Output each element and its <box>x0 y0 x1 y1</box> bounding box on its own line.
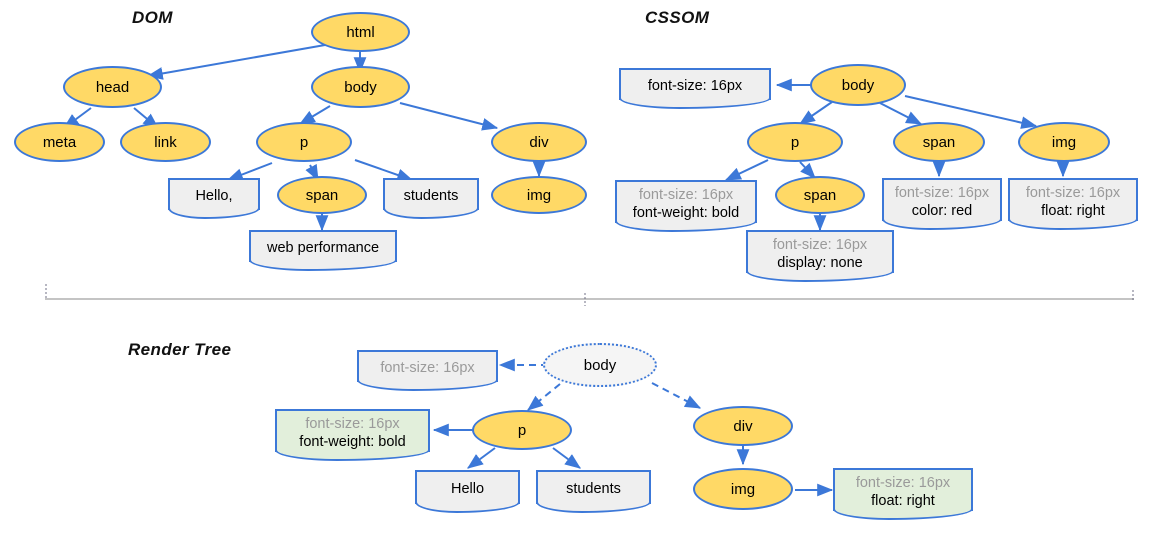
node-label: p <box>790 133 800 151</box>
node-label: body <box>841 76 875 94</box>
node-label: body <box>583 356 617 374</box>
cssom-node-span-nested[interactable]: span <box>775 176 865 214</box>
dom-node-p[interactable]: p <box>256 122 352 162</box>
rule-line: font-size: 16px <box>638 186 734 203</box>
rule-line: font-size: 16px <box>647 78 743 94</box>
render-tree-node-img[interactable]: img <box>693 468 793 510</box>
rule-line: font-size: 16px <box>894 184 990 201</box>
node-label: div <box>529 133 549 151</box>
render-tree-node-div[interactable]: div <box>693 406 793 446</box>
node-label: html <box>346 23 375 41</box>
node-label: head <box>95 78 130 96</box>
cssom-node-body[interactable]: body <box>810 64 906 106</box>
rule-line: color: red <box>911 202 973 219</box>
node-label: link <box>154 133 177 151</box>
dom-node-html[interactable]: html <box>311 12 410 52</box>
dom-node-img[interactable]: img <box>491 176 587 214</box>
rule-line: font-size: 16px <box>855 474 951 491</box>
rule-line: font-size: 16px <box>305 415 400 432</box>
render-tree-node-body[interactable]: body <box>543 343 657 387</box>
node-label: span <box>803 186 837 204</box>
node-label: span <box>922 133 956 151</box>
dom-node-body[interactable]: body <box>311 66 410 108</box>
cssom-node-span-top[interactable]: span <box>893 122 985 162</box>
dom-node-span[interactable]: span <box>277 176 367 214</box>
render-tree-rulebox-p[interactable]: font-size: 16px font-weight: bold <box>275 409 430 461</box>
cssom-rulebox-span-top[interactable]: font-size: 16px color: red <box>882 178 1002 230</box>
rule-line: font-weight: bold <box>632 204 740 221</box>
textbox-label: web performance <box>266 240 380 256</box>
rule-line: font-size: 16px <box>1025 184 1121 201</box>
render-tree-rulebox-body[interactable]: font-size: 16px <box>357 350 498 391</box>
rule-line: font-size: 16px <box>380 360 475 376</box>
node-label: img <box>526 186 552 204</box>
rule-line: float: right <box>871 492 935 509</box>
rule-line: font-size: 16px <box>772 236 868 253</box>
dom-node-head[interactable]: head <box>63 66 162 108</box>
textbox-label: students <box>566 481 621 497</box>
rule-line: font-weight: bold <box>299 433 406 450</box>
dom-node-link[interactable]: link <box>120 122 211 162</box>
dom-node-div[interactable]: div <box>491 122 587 162</box>
rule-line: float: right <box>1041 202 1105 219</box>
textbox-label: Hello <box>450 481 485 497</box>
render-tree-rulebox-img[interactable]: font-size: 16px float: right <box>833 468 973 520</box>
node-label: img <box>1051 133 1077 151</box>
dom-textbox-hello[interactable]: Hello, <box>168 178 260 219</box>
node-label: p <box>517 421 527 439</box>
node-label: span <box>305 186 339 204</box>
textbox-label: Hello, <box>195 188 233 204</box>
section-divider <box>45 284 1134 306</box>
textbox-label: students <box>403 188 459 204</box>
cssom-section-title: CSSOM <box>645 8 710 27</box>
render-tree-textbox-students[interactable]: students <box>536 470 651 513</box>
rule-line: display: none <box>777 254 863 271</box>
node-label: meta <box>42 133 77 151</box>
cssom-rulebox-p[interactable]: font-size: 16px font-weight: bold <box>615 180 757 232</box>
node-label: div <box>733 417 753 435</box>
render-tree-node-p[interactable]: p <box>472 410 572 450</box>
cssom-rulebox-img[interactable]: font-size: 16px float: right <box>1008 178 1138 230</box>
render-tree-textbox-hello[interactable]: Hello <box>415 470 520 513</box>
dom-node-meta[interactable]: meta <box>14 122 105 162</box>
node-label: img <box>730 480 756 498</box>
node-label: p <box>299 133 309 151</box>
cssom-node-p[interactable]: p <box>747 122 843 162</box>
cssom-node-img[interactable]: img <box>1018 122 1110 162</box>
cssom-rulebox-span-nested[interactable]: font-size: 16px display: none <box>746 230 894 282</box>
cssom-rulebox-body[interactable]: font-size: 16px <box>619 68 771 109</box>
dom-section-title: DOM <box>132 8 173 27</box>
render-tree-section-title: Render Tree <box>128 340 232 359</box>
node-label: body <box>344 78 377 96</box>
dom-textbox-web-performance[interactable]: web performance <box>249 230 397 271</box>
dom-textbox-students[interactable]: students <box>383 178 479 219</box>
